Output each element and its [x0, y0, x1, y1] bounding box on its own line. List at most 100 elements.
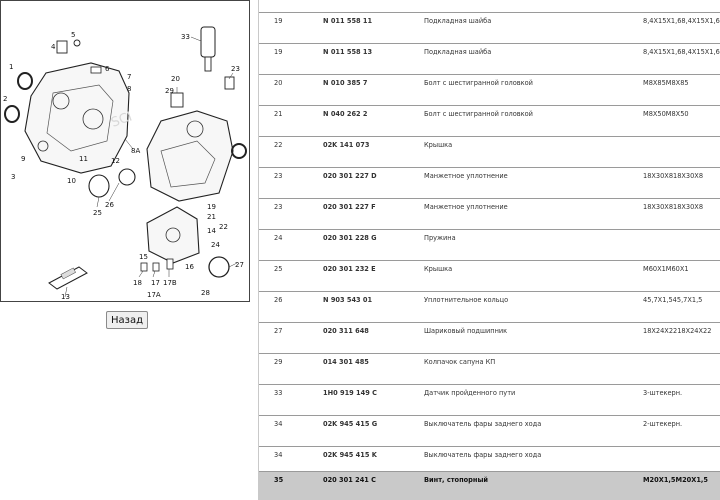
- small-part: [140, 262, 148, 272]
- seal-ring: [4, 105, 20, 123]
- part-description: Болт с шестигранной головкой: [424, 79, 533, 87]
- callout-label: 5: [71, 31, 75, 39]
- callout-label: 22: [219, 223, 228, 231]
- callout-label: 17A: [147, 291, 161, 299]
- row-number: 23: [274, 203, 283, 211]
- callout-label: 13: [61, 293, 70, 301]
- sensor-shaft: [204, 56, 212, 72]
- part-spec: M60X1M60X1: [643, 265, 689, 273]
- part-number: N 011 558 13: [323, 48, 373, 56]
- seal-ring: [231, 143, 247, 159]
- part-description: Подкладная шайба: [424, 48, 492, 56]
- callout-label: 16: [185, 263, 194, 271]
- callout-label: 12: [111, 157, 120, 165]
- callout-label: 9: [21, 155, 25, 163]
- part-number: 020 301 228 G: [323, 234, 377, 242]
- bearing: [88, 174, 110, 198]
- row-number: 21: [274, 110, 283, 118]
- part-description: Крышка: [424, 141, 453, 149]
- callout-label: 27: [235, 261, 244, 269]
- part-spec: 18X30X818X30X8: [643, 172, 704, 180]
- row-number: 29: [274, 358, 283, 366]
- callout-label: 6: [105, 65, 110, 73]
- part-number: 020 301 232 E: [323, 265, 376, 273]
- part-number: 02K 945 415 K: [323, 451, 377, 459]
- sealant-tube: [48, 266, 88, 290]
- cover-cap: [208, 256, 230, 278]
- row-number: 19: [274, 17, 283, 25]
- table-row[interactable]: 25 020 301 232 E Крышка M60X1M60X1: [259, 260, 720, 291]
- gearbox-diagram: 33 29 23 8A 20 1 2 3 4 5 6 7 8 9 10 11 1…: [3, 26, 247, 301]
- row-number: 24: [274, 234, 283, 242]
- part-description: Подкладная шайба: [424, 17, 492, 25]
- row-number: 27: [274, 327, 283, 335]
- part-number: N 011 558 11: [323, 17, 373, 25]
- housing-bore: [52, 92, 70, 110]
- row-number: 35: [274, 476, 284, 484]
- gearbox-cover: [146, 110, 234, 202]
- spring: [118, 168, 136, 186]
- part-number: 020 301 227 F: [323, 203, 376, 211]
- table-row[interactable]: 24 020 301 228 G Пружина: [259, 229, 720, 260]
- part-description: Манжетное уплотнение: [424, 172, 508, 180]
- exploded-parts-diagram: 33 29 23 8A 20 1 2 3 4 5 6 7 8 9 10 11 1…: [0, 0, 250, 302]
- callout-label: 28: [201, 289, 210, 297]
- tube-label-patch: [60, 267, 76, 280]
- housing-bore: [82, 108, 104, 130]
- speed-sensor: [200, 26, 216, 58]
- row-number: 26: [274, 296, 283, 304]
- breather-cap: [56, 40, 68, 54]
- back-button[interactable]: Назад: [106, 311, 148, 329]
- part-description: Винт, стопорный: [424, 476, 489, 484]
- callout-label: 20: [171, 75, 180, 83]
- part-spec: M8X50M8X50: [643, 110, 689, 118]
- row-number: 25: [274, 265, 283, 273]
- housing-inner-contour: [46, 84, 114, 152]
- gearbox-housing: [24, 62, 130, 174]
- callout-label: 26: [105, 201, 114, 209]
- part-spec: 45,7X1,545,7X1,5: [643, 296, 703, 304]
- callout-label: 8: [127, 85, 131, 93]
- callout-label: 1: [9, 63, 13, 71]
- part-spec: M8X85M8X85: [643, 79, 689, 87]
- part-spec: 18X24X2218X24X22: [643, 327, 712, 335]
- table-row[interactable]: 23 020 301 227 F Манжетное уплотнение 18X30…: [259, 198, 720, 229]
- selector-housing: [146, 206, 200, 264]
- cover-bore: [186, 120, 204, 138]
- part-description: Манжетное уплотнение: [424, 203, 508, 211]
- row-number: 33: [274, 389, 283, 397]
- reverse-light-switch: [170, 92, 184, 108]
- cover-contour: [160, 140, 216, 188]
- part-description: Крышка: [424, 265, 453, 273]
- callout-label: 8A: [131, 147, 140, 155]
- part-description: Выключатель фары заднего хода: [424, 451, 542, 459]
- part-spec: 18X30X818X30X8: [643, 203, 704, 211]
- diagram-pane: 33 29 23 8A 20 1 2 3 4 5 6 7 8 9 10 11 1…: [0, 0, 258, 500]
- leader-lines: [64, 36, 238, 298]
- callout-label: 14: [207, 227, 216, 235]
- part-number: 014 301 485: [323, 358, 369, 366]
- seal-ring: [17, 72, 33, 90]
- part-number: 02K 141 073: [323, 141, 370, 149]
- callout-label: 24: [211, 241, 220, 249]
- selector-bore: [165, 227, 181, 243]
- row-number: 20: [274, 79, 283, 87]
- part-description: Пружина: [424, 234, 456, 242]
- part-number: 020 301 241 C: [323, 476, 377, 484]
- row-number: 19: [274, 48, 283, 56]
- plug: [224, 76, 235, 90]
